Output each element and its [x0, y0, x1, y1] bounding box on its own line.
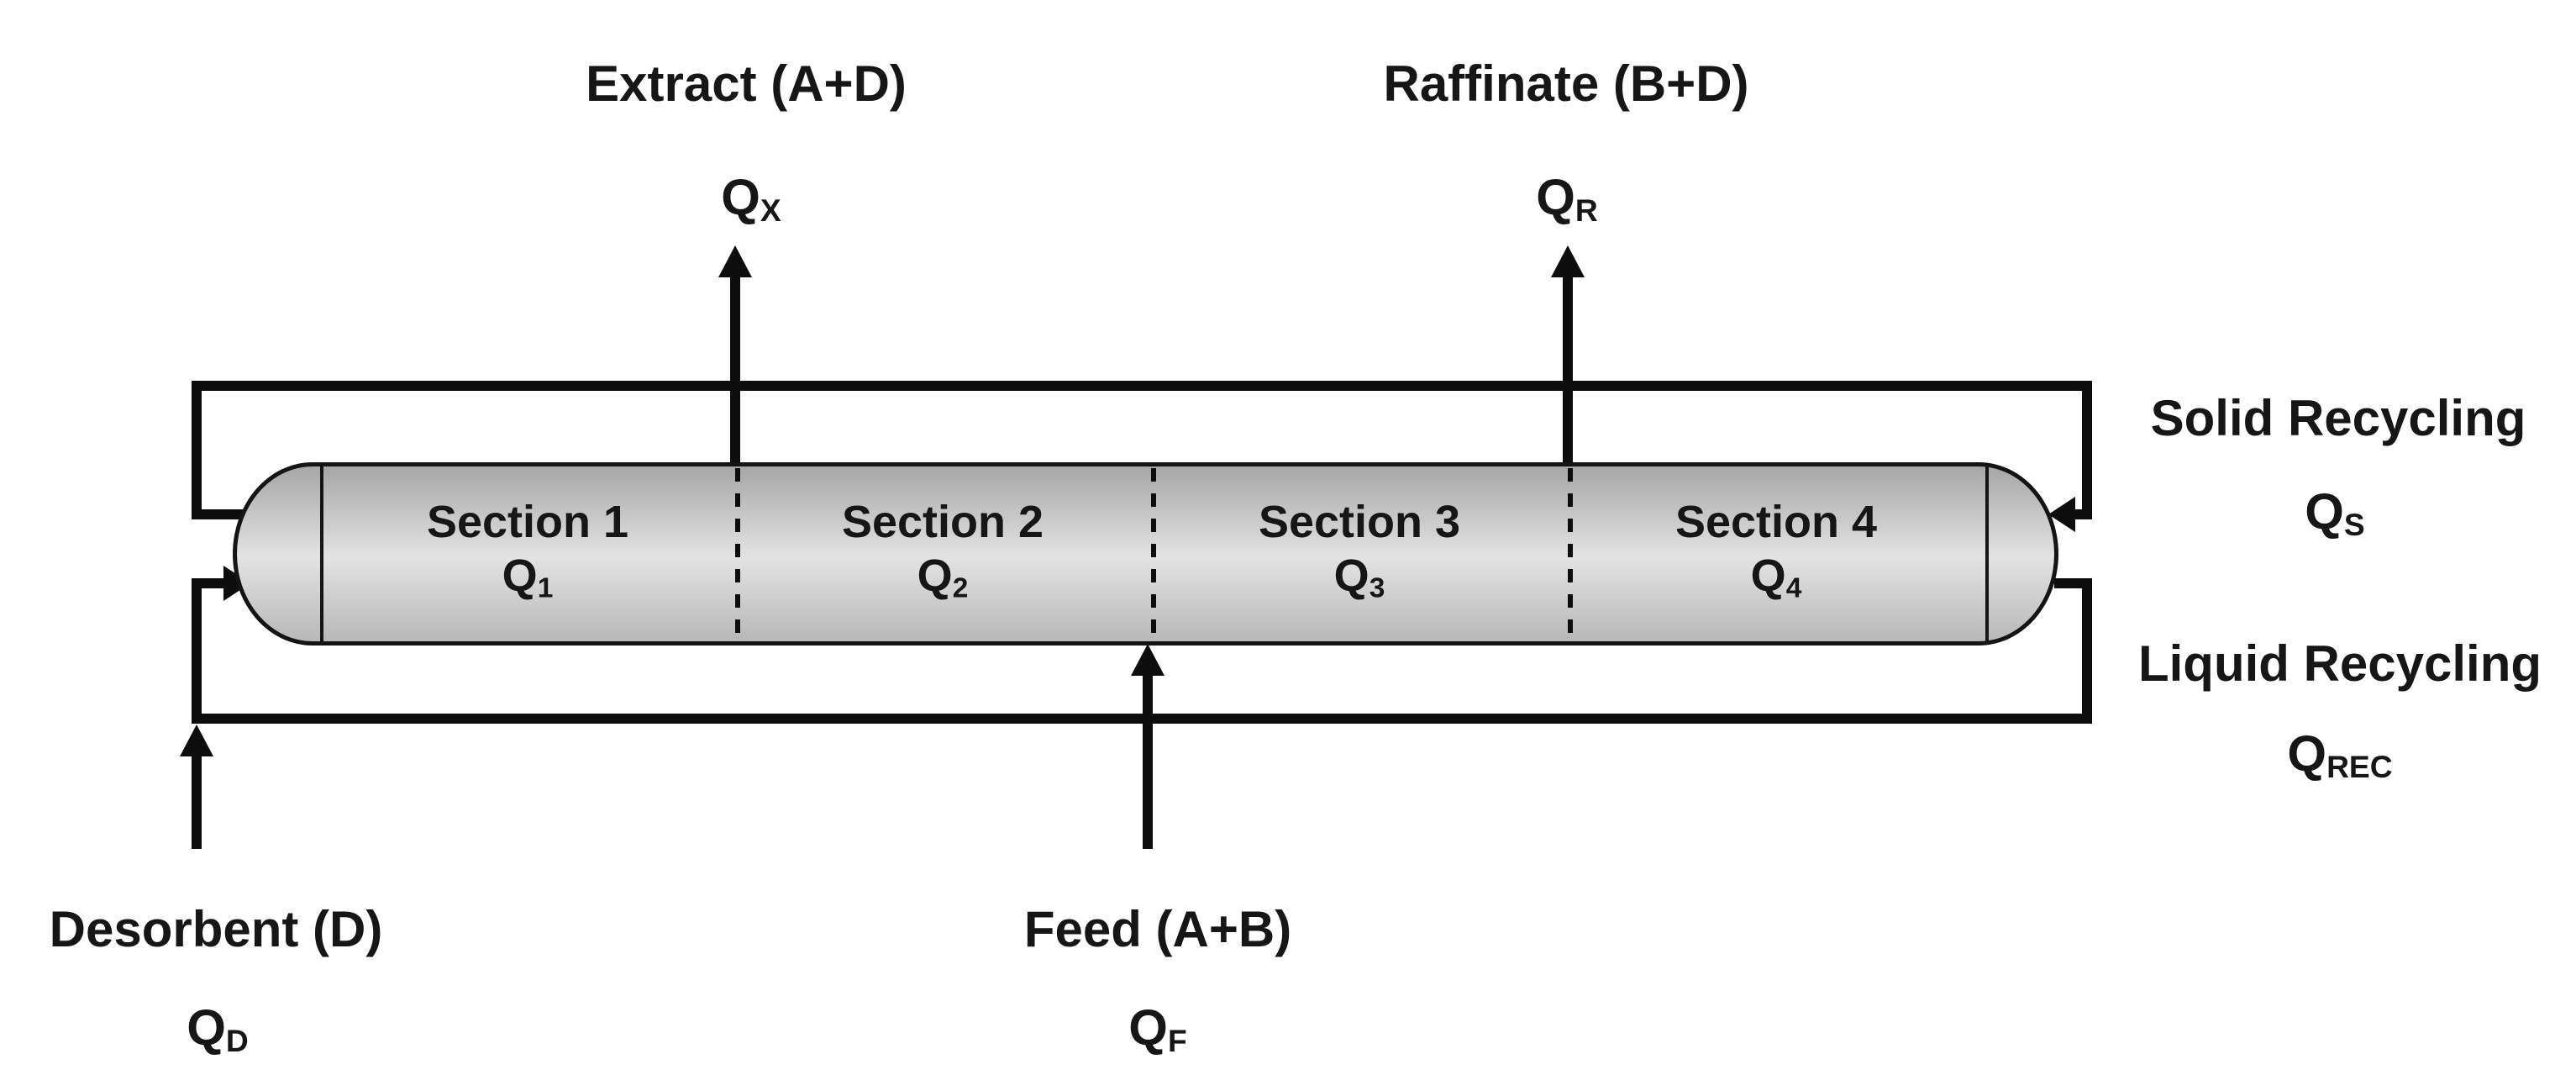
q-subscript: X	[760, 192, 781, 229]
right-cap-line	[1985, 466, 1989, 641]
liquid-recycling-flow-label: QREC	[2214, 725, 2466, 783]
liquid-recycle-left-vertical	[192, 583, 202, 724]
section-3-name: Section 3	[1258, 497, 1461, 547]
feed-label: Feed (A+B)	[1023, 901, 1292, 957]
feed-arrow-line	[1143, 674, 1153, 849]
solid-recycling-flow-label: QS	[2209, 482, 2461, 541]
section-2-label: Section 2 Q2	[775, 495, 1111, 603]
desorbent-flow-label: QD	[92, 999, 344, 1057]
section-3-label: Section 3 Q3	[1191, 495, 1527, 603]
desorbent-arrow-line	[192, 753, 202, 849]
raffinate-label: Raffinate (B+D)	[1383, 55, 1749, 112]
desorbent-label: Desorbent (D)	[49, 901, 383, 957]
q-symbol: Q	[502, 551, 538, 601]
liquid-entry-line	[192, 578, 227, 588]
q-subscript: 2	[952, 572, 969, 604]
raffinate-flow-label: QR	[1441, 168, 1693, 227]
solid-recycle-top-line	[192, 381, 2092, 391]
q-subscript: R	[1575, 192, 1598, 229]
extract-arrowhead-icon	[718, 245, 752, 277]
q-subscript: 3	[1369, 572, 1385, 604]
q-subscript: S	[2343, 507, 2365, 543]
section-4-name: Section 4	[1674, 497, 1878, 547]
section-2-flow: Q2	[775, 549, 1111, 603]
q-symbol: Q	[1333, 551, 1369, 601]
solid-recycling-label: Solid Recycling	[2150, 390, 2526, 446]
feed-flow-label: QF	[1032, 999, 1284, 1057]
section-divider-1-2	[735, 468, 740, 640]
q-subscript: 1	[537, 572, 554, 604]
section-4-label: Section 4 Q4	[1608, 495, 1944, 603]
liquid-recycle-bottom-line	[192, 714, 2092, 724]
section-2-name: Section 2	[841, 497, 1044, 547]
section-1-label: Section 1 Q1	[360, 495, 696, 603]
q-subscript: F	[1167, 1023, 1187, 1059]
left-cap-line	[320, 466, 323, 641]
q-symbol: Q	[2305, 483, 2344, 540]
section-1-flow: Q1	[360, 549, 696, 603]
q-subscript: D	[225, 1023, 249, 1059]
section-1-name: Section 1	[426, 497, 629, 547]
liquid-recycling-label: Liquid Recycling	[2137, 635, 2542, 692]
solid-recycle-right-vertical	[2082, 381, 2092, 519]
q-symbol: Q	[1128, 999, 1168, 1056]
liquid-exit-stub	[2054, 578, 2092, 588]
solid-entry-line	[2072, 509, 2092, 519]
extract-flow-label: QX	[625, 168, 877, 227]
section-3-flow: Q3	[1191, 549, 1527, 603]
q-symbol: Q	[2287, 725, 2327, 782]
q-symbol: Q	[1750, 551, 1786, 601]
extract-label: Extract (A+D)	[586, 55, 907, 112]
desorbent-arrowhead-icon	[180, 725, 213, 756]
section-divider-2-3	[1151, 468, 1156, 640]
q-symbol: Q	[917, 551, 953, 601]
section-4-flow: Q4	[1608, 549, 1944, 603]
raffinate-arrow-line	[1563, 276, 1573, 464]
q-symbol: Q	[721, 169, 760, 225]
solid-exit-stub	[192, 509, 250, 519]
section-divider-3-4	[1568, 468, 1573, 640]
q-subscript: REC	[2326, 749, 2393, 785]
extract-arrow-line	[730, 276, 740, 464]
q-symbol: Q	[1536, 169, 1575, 225]
q-symbol: Q	[187, 999, 226, 1056]
liquid-recycle-right-vertical	[2082, 583, 2092, 724]
tmb-column: Section 1 Q1 Section 2 Q2 Section 3 Q3 S…	[233, 462, 2058, 646]
solid-recycle-left-vertical	[192, 381, 202, 519]
raffinate-arrowhead-icon	[1551, 245, 1585, 277]
feed-arrowhead-icon	[1131, 644, 1164, 676]
q-subscript: 4	[1785, 572, 1802, 604]
